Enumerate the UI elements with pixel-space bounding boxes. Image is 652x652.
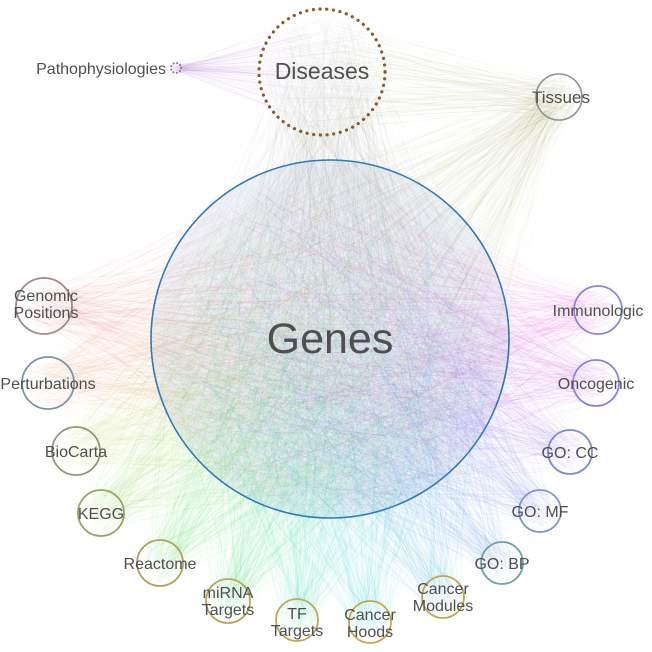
node-genes[interactable] [150,159,510,519]
edges-immunologic-to-genes [170,191,619,498]
node-label-genes: Genes [267,315,394,363]
node-label-go_cc: GO: CC [542,445,599,462]
node-label-go_mf: GO: MF [512,504,569,521]
node-go_bp[interactable] [480,541,524,585]
node-label-oncogenic: Oncogenic [558,376,635,393]
node-go_mf[interactable] [518,489,562,533]
node-genomic_positions[interactable] [15,277,73,335]
node-label-reactome: Reactome [124,556,197,573]
node-label-go_bp: GO: BP [474,556,529,573]
node-oncogenic[interactable] [572,359,620,407]
node-reactome[interactable] [136,539,184,587]
edges-go_bp-to-genes [163,176,519,582]
node-mirna_targets[interactable] [205,578,251,624]
node-label-immunologic: Immunologic [553,303,644,320]
node-perturbations[interactable] [21,356,75,410]
edges-tf_targets-to-genes [158,169,504,639]
node-cancer_hoods[interactable] [348,600,392,644]
edges-cancer_modules-to-genes [159,172,501,615]
node-cancer_modules[interactable] [421,575,465,619]
node-go_cc[interactable] [547,429,593,475]
node-diseases[interactable] [257,7,387,137]
edge-bundles [21,16,619,640]
edges-kegg-to-genes [80,175,496,533]
node-biocarta[interactable] [51,426,101,476]
node-label-perturbations: Perturbations [0,376,95,393]
node-tf_targets[interactable] [275,598,319,642]
node-tissues[interactable] [535,73,583,121]
edges-tissues-to-genes [163,76,579,512]
edges-go_cc-to-genes [176,187,589,512]
node-kegg[interactable] [77,489,125,537]
node-label-tissues: Tissues [532,88,590,107]
node-pathophysiologies[interactable] [170,62,182,74]
node-label-diseases: Diseases [275,58,370,84]
node-label-pathophysiologies: Pathophysiologies [36,61,166,78]
genes-circle-fill [151,160,509,518]
edges-genomic_positions-to-genes [21,171,478,501]
edges-go_mf-to-genes [166,170,559,529]
edges-cancer_hoods-to-genes [163,180,502,640]
edges-reactome-to-genes [139,168,493,584]
edges-tissues-to-diseases [264,18,580,132]
edges-diseases-to-genes [156,17,502,502]
edges-perturbations-to-genes [25,181,498,510]
edges-pathophysiologies-to-diseases [172,16,376,129]
node-label-biocarta: BioCarta [45,444,107,461]
edges-biocarta-to-genes [54,173,492,500]
node-immunologic[interactable] [573,285,623,335]
node-label-kegg: KEGG [78,506,124,523]
